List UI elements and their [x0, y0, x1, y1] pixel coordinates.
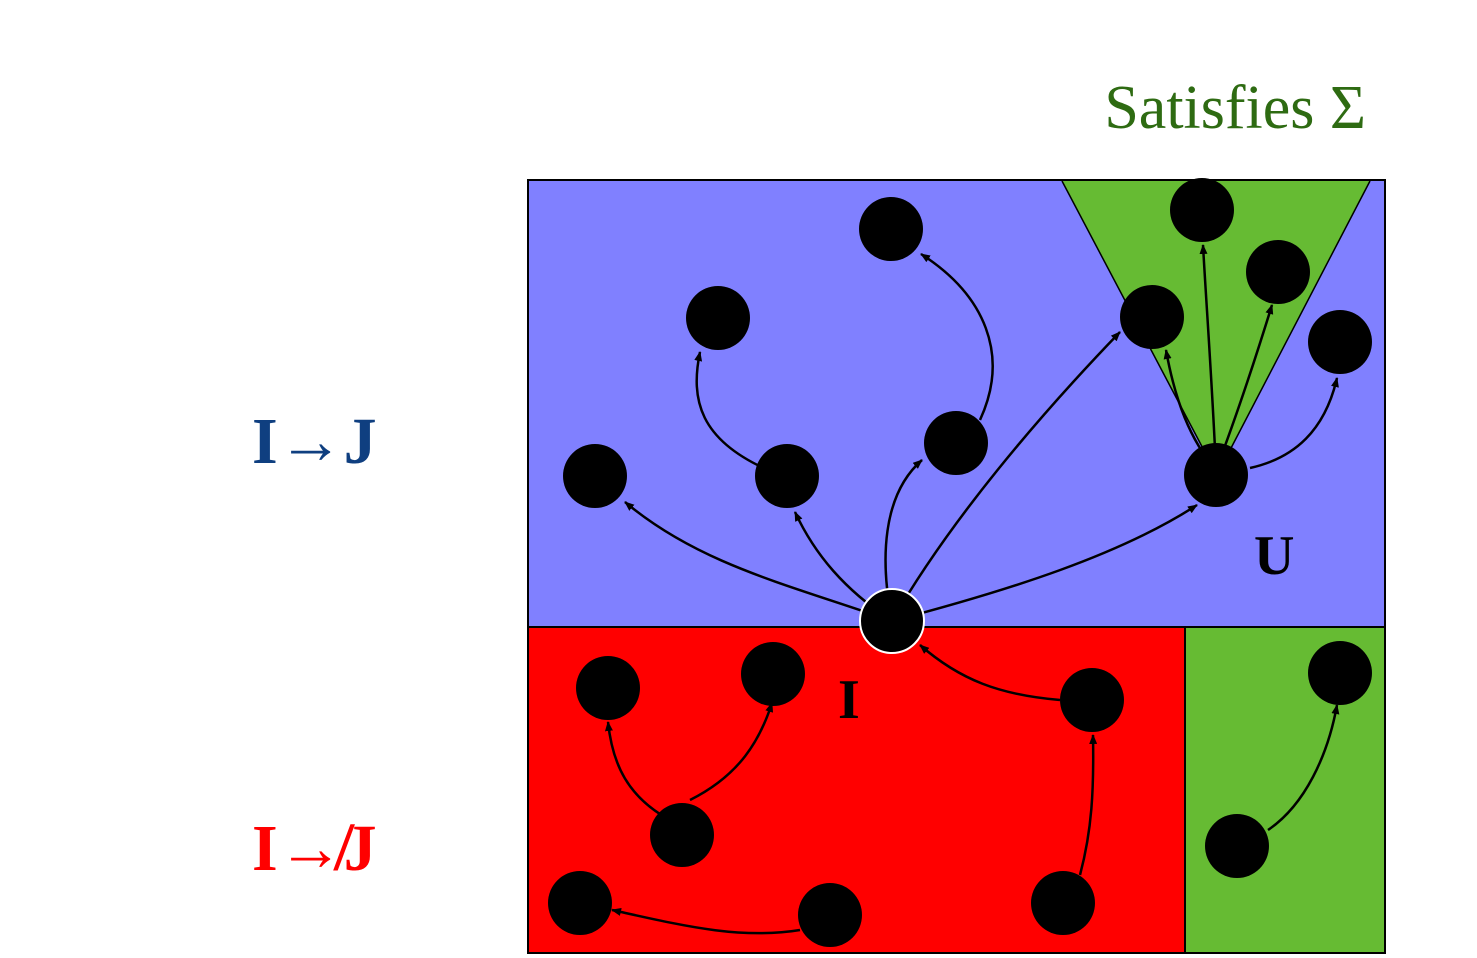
node [650, 803, 714, 867]
node [1170, 178, 1234, 242]
node [548, 871, 612, 935]
node-i-label: I [838, 669, 860, 731]
maps-to-label: I→J [252, 405, 377, 478]
satisfies-label: Satisfies Σ [1104, 74, 1366, 142]
edge [611, 908, 801, 935]
node [1308, 641, 1372, 705]
edge [891, 503, 1198, 623]
edge [920, 252, 994, 421]
node-i [859, 588, 925, 654]
not-maps-to-label: I↛J [252, 812, 377, 885]
node [1246, 240, 1310, 304]
node [859, 197, 923, 261]
edge [689, 702, 774, 802]
node [1060, 668, 1124, 732]
diagram-frame [527, 179, 1386, 954]
edge [919, 644, 1061, 702]
edge [1199, 244, 1218, 471]
node [1205, 814, 1269, 878]
node [798, 883, 862, 947]
node-u-label: U [1254, 525, 1294, 587]
node [755, 444, 819, 508]
edge [624, 501, 893, 623]
node [576, 656, 640, 720]
edge [890, 331, 1121, 622]
node [741, 642, 805, 706]
edge [1267, 704, 1340, 832]
edge [1249, 377, 1339, 470]
node [1308, 310, 1372, 374]
nodes [548, 178, 1372, 947]
edge [694, 351, 769, 472]
node-u [1184, 443, 1248, 507]
node [563, 444, 627, 508]
node [686, 286, 750, 350]
node [1120, 285, 1184, 349]
cone-right-edge [1216, 180, 1371, 476]
node [924, 411, 988, 475]
node [1031, 871, 1095, 935]
edge [1078, 734, 1098, 876]
